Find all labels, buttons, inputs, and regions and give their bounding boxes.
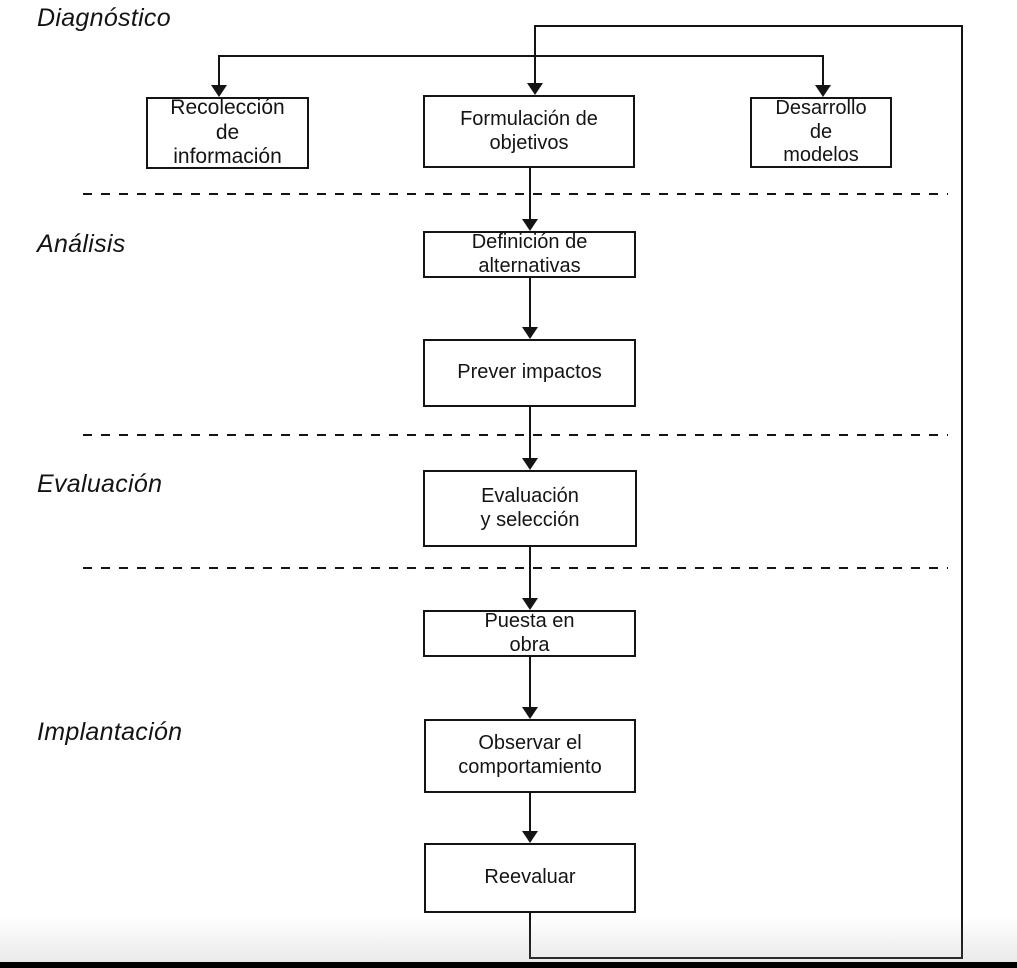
connector-definicion-prever [529, 278, 531, 329]
connector-drop-desarrollo [822, 55, 824, 87]
phase-separator-1 [83, 193, 948, 195]
connector-drop-recoleccion [218, 55, 220, 87]
box-desarrollo-modelos: Desarrollo de modelos [750, 97, 892, 168]
phase-label-analisis: Análisis [37, 230, 126, 258]
phase-label-evaluacion: Evaluación [37, 470, 163, 498]
arrowhead-to-puesta-icon [522, 598, 538, 610]
box-observar-comportamiento: Observar el comportamiento [424, 719, 636, 793]
box-reevaluar: Reevaluar [424, 843, 636, 913]
arrowhead-to-prever-icon [522, 327, 538, 339]
connector-puesta-observar [529, 657, 531, 709]
connector-feedback-right [961, 25, 963, 959]
connector-formulacion-definicion [529, 168, 531, 221]
arrowhead-to-definicion-icon [522, 219, 538, 231]
arrowhead-to-observar-icon [522, 707, 538, 719]
arrowhead-to-desarrollo-icon [815, 85, 831, 97]
phase-label-implantacion: Implantación [37, 718, 183, 746]
connector-branch-horizontal [219, 55, 824, 57]
phase-label-diagnostico: Diagnóstico [37, 4, 171, 32]
connector-observar-reevaluar [529, 793, 531, 833]
connector-drop-formulacion [534, 25, 536, 85]
box-formulacion-objetivos: Formulación de objetivos [423, 95, 635, 168]
phase-separator-3 [83, 567, 948, 569]
box-recoleccion-informacion: Recolección de información [146, 96, 309, 169]
phase-separator-2 [83, 434, 948, 436]
connector-prever-evaluacion [529, 407, 531, 460]
box-definicion-alternativas: Definición de alternativas [423, 231, 636, 278]
connector-feedback-bottom [530, 957, 963, 959]
box-puesta-en-obra: Puesta en obra [423, 610, 636, 657]
connector-reevaluar-feedback [529, 911, 531, 959]
arrowhead-to-reevaluar-icon [522, 831, 538, 843]
box-prever-impactos: Prever impactos [423, 339, 636, 407]
arrowhead-to-formulacion-icon [527, 83, 543, 95]
arrowhead-to-evaluacion-icon [522, 458, 538, 470]
connector-evaluacion-puesta [529, 547, 531, 600]
connector-feedback-top [535, 25, 963, 27]
arrowhead-to-recoleccion-icon [211, 85, 227, 97]
scan-shadow [0, 916, 1017, 962]
scan-bottom-edge [0, 962, 1017, 968]
box-evaluacion-seleccion: Evaluación y selección [423, 470, 637, 547]
